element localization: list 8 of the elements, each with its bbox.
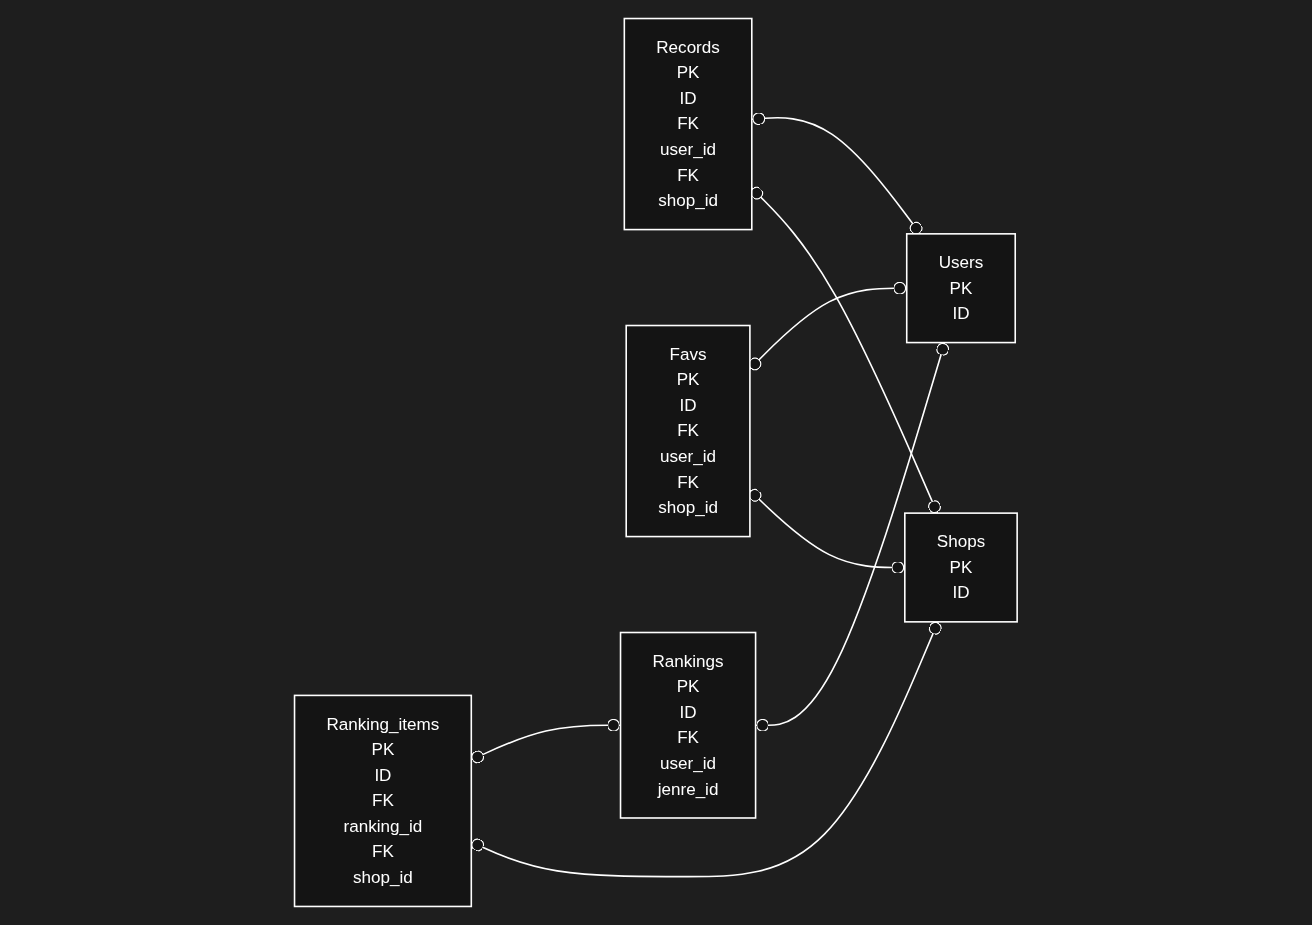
connector — [751, 112, 923, 235]
node-box: Ranking_items PK ID FK ranking_id FK shop_id — [293, 694, 473, 908]
connector — [750, 186, 942, 514]
node-box: Users PK ID — [906, 233, 1017, 344]
node-box: Shops PK ID — [904, 512, 1019, 623]
node-box: Records PK ID FK user_id FK shop_id — [623, 17, 753, 231]
node-box: Rankings PK ID FK user_id jenre_id — [619, 631, 757, 819]
node-box: Favs PK ID FK user_id FK shop_id — [625, 324, 751, 538]
